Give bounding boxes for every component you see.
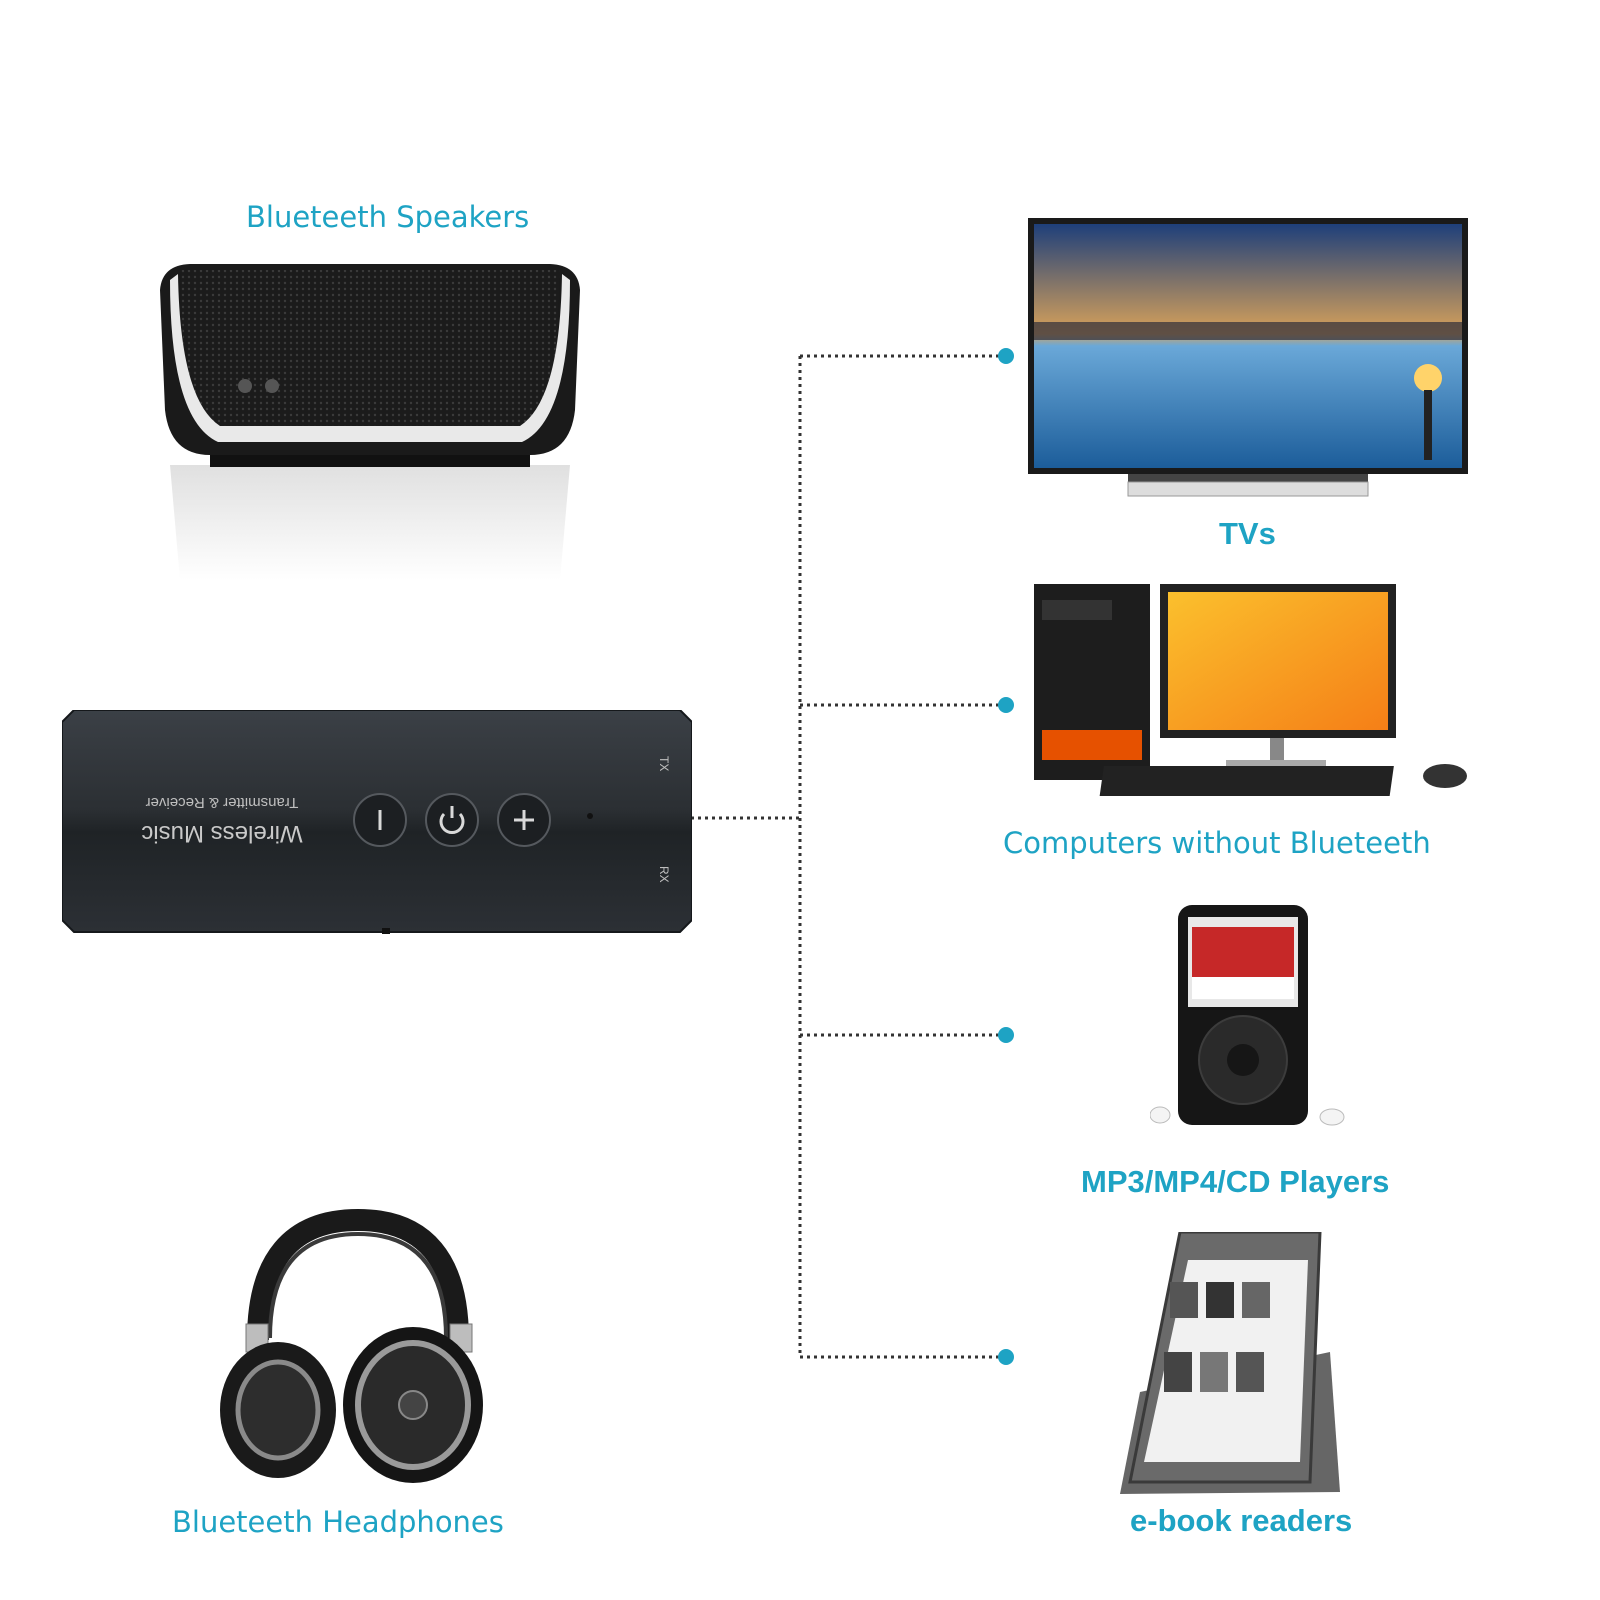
connector-dot-computers (998, 697, 1014, 713)
device-subtitle: Transmitter & Receiver (146, 794, 299, 811)
connector-dot-players (998, 1027, 1014, 1043)
speaker-illustration (160, 264, 580, 580)
label-tvs: TVs (1219, 516, 1276, 551)
mp3-player-illustration (1150, 905, 1345, 1126)
tx-label: TX (657, 756, 671, 771)
connector-dot-tvs (998, 348, 1014, 364)
connector-dot-ebook (998, 1349, 1014, 1365)
label-ebook-readers: e-book readers (1130, 1503, 1353, 1538)
minus-button (353, 793, 407, 847)
label-bluetooth-headphones: Blueteeth Headphones (172, 1505, 504, 1539)
power-button (425, 793, 479, 847)
label-bluetooth-speakers: Blueteeth Speakers (246, 200, 530, 234)
headphones-illustration (220, 1208, 483, 1483)
device-title: Wireless Music (141, 820, 302, 847)
label-computers: Computers without Blueteeth (1003, 826, 1431, 860)
plus-button (497, 793, 551, 847)
tv-illustration (1028, 218, 1468, 497)
ebook-reader-illustration (1120, 1232, 1340, 1494)
label-players: MP3/MP4/CD Players (1081, 1164, 1390, 1199)
rx-label: RX (657, 866, 671, 883)
wireless-music-device: Wireless Music Transmitter & Receiver TX… (62, 710, 692, 934)
computer-illustration (1034, 584, 1467, 796)
